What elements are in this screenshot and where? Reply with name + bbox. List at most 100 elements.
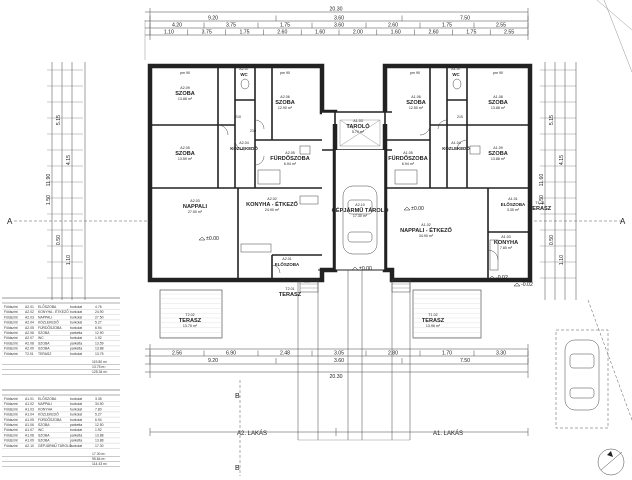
schedule-cell: burkolat bbox=[70, 321, 82, 325]
dim-value: 3.75 bbox=[226, 23, 236, 29]
interior-walls-right bbox=[385, 66, 530, 280]
schedule-cell: 1.92 bbox=[95, 336, 102, 340]
schedule-cell: NAPPALI bbox=[38, 315, 52, 319]
room-area: 24.90 m² bbox=[265, 208, 280, 212]
window-label: pm 90 bbox=[410, 71, 420, 75]
section-mark-a-right: A bbox=[620, 217, 626, 226]
dim-overall-bottom: 20.30 bbox=[330, 374, 343, 380]
room-area: 13.88 m² bbox=[491, 157, 506, 161]
schedule-cell: parketta bbox=[70, 439, 82, 443]
schedule-cell: 1.92 bbox=[95, 428, 102, 432]
room-id: T1.01 bbox=[535, 201, 544, 205]
room-id: A2.05 bbox=[180, 146, 189, 150]
schedule-cell: burkolat bbox=[70, 315, 82, 319]
car-icon-garage bbox=[342, 185, 378, 255]
room-name: TERASZ bbox=[422, 318, 445, 324]
dim-value: 3.60 bbox=[334, 23, 344, 29]
dim-value: 2.60 bbox=[388, 23, 398, 29]
schedule-cell: parketta bbox=[70, 341, 82, 345]
schedule-cell: 34.90 bbox=[95, 402, 104, 406]
side-dim-value: 0.50 bbox=[56, 235, 62, 245]
room-area: 27.50 m² bbox=[188, 210, 203, 214]
schedule-cell: A1.09 bbox=[25, 439, 34, 443]
schedule-cell: A2.04 bbox=[25, 321, 34, 325]
dim-value: 1.60 bbox=[315, 30, 325, 36]
schedule-cell: burkolat bbox=[70, 444, 82, 448]
car-icon-parking bbox=[555, 329, 609, 429]
schedule-cell: KONYHA - ÉTKEZŐ bbox=[38, 309, 69, 314]
schedule-total: 119.80 m² bbox=[92, 360, 108, 364]
room-name: SZOBA bbox=[488, 100, 508, 106]
schedule-cell: SZOBA bbox=[38, 423, 50, 427]
property-boundary-line bbox=[596, 0, 632, 31]
side-dim-value: 11.60 bbox=[539, 174, 545, 187]
schedule-cell: Földszint bbox=[4, 331, 18, 335]
schedule-cell: A2.02 bbox=[25, 310, 34, 314]
room-name: KÖZLEKEDŐ bbox=[442, 146, 470, 151]
schedule-cell: Földszint bbox=[4, 433, 18, 437]
schedule-total: 13.75 m² bbox=[92, 365, 106, 369]
right-dimension-chains: 11.605.154.151.500.501.10 bbox=[539, 62, 577, 300]
schedule-cell: 4.76 bbox=[95, 305, 102, 309]
level-mark: ±0.00 bbox=[359, 266, 372, 272]
room-name: ELŐSZOBA bbox=[275, 262, 300, 267]
schedule-cell: WC bbox=[38, 428, 44, 432]
schedule-cell: 24.90 bbox=[95, 310, 104, 314]
dim-value: 2.48 bbox=[280, 351, 290, 357]
schedule-cell: SZOBA bbox=[38, 433, 50, 437]
schedule-cell: TERASZ bbox=[38, 352, 51, 356]
side-dim-value: 5.15 bbox=[56, 115, 62, 125]
schedule-cell: A2.09 bbox=[25, 347, 34, 351]
side-dim-value: 0.50 bbox=[549, 235, 555, 245]
schedule-cell: 6.94 bbox=[95, 418, 102, 422]
dim-value: 6.90 bbox=[226, 351, 236, 357]
room-name: NAPPALI bbox=[183, 204, 208, 210]
room-id: A2.02 bbox=[267, 197, 276, 201]
room-area: 13.59 m² bbox=[178, 157, 193, 161]
room-name: TERASZ bbox=[279, 292, 302, 298]
schedule-cell: Földszint bbox=[4, 444, 18, 448]
schedule-cell: Földszint bbox=[4, 428, 18, 432]
dim-value: 3.75 bbox=[202, 30, 212, 36]
room-name: GÉPJÁRMŰ TÁROLÓ bbox=[332, 206, 390, 214]
schedule-cell: A1.03 bbox=[25, 407, 34, 411]
room-name: TAROLÓ bbox=[346, 122, 370, 130]
schedule-cell: burkolat bbox=[70, 402, 82, 406]
schedule-cell: A1.04 bbox=[25, 413, 34, 417]
window-label: 210 bbox=[250, 129, 256, 133]
north-arrow-icon bbox=[597, 448, 625, 476]
left-dimension-chains: 11.905.154.151.500.501.10 bbox=[46, 62, 86, 300]
room-id: A1.06 bbox=[411, 95, 420, 99]
dim-value: 9.20 bbox=[208, 16, 218, 22]
side-dim-value: 1.50 bbox=[539, 195, 545, 205]
schedule-cell: burkolat bbox=[70, 326, 82, 330]
room-id: A1.09 bbox=[493, 146, 502, 150]
schedule-cell: A1.08 bbox=[25, 433, 34, 437]
room-name: KONYHA - ÉTKEZŐ bbox=[246, 200, 298, 208]
schedule-cell: parketta bbox=[70, 423, 82, 427]
level-mark: -0.02 bbox=[521, 282, 533, 288]
dim-value: 3.60 bbox=[334, 16, 344, 22]
room-name: FÜRDŐSZOBA bbox=[270, 155, 309, 162]
property-boundary-line bbox=[587, 299, 632, 421]
room-id: A2.04 bbox=[239, 141, 248, 145]
schedule-cell: FÜRDŐSZOBA bbox=[38, 325, 62, 330]
room-id: T2.02 bbox=[185, 313, 194, 317]
room-name: SZOBA bbox=[406, 100, 426, 106]
dim-value: 1.10 bbox=[164, 30, 174, 36]
schedule-cell: Földszint bbox=[4, 321, 18, 325]
room-id: T2.01 bbox=[285, 287, 294, 291]
schedule-cell: Földszint bbox=[4, 310, 18, 314]
schedule-cell: KONYHA bbox=[38, 407, 53, 411]
interior-walls-left bbox=[150, 66, 322, 280]
schedule-cell: Földszint bbox=[4, 418, 18, 422]
schedule-cell: A2.10 bbox=[25, 444, 34, 448]
room-area: 13.75 m² bbox=[183, 324, 198, 328]
schedule-cell: ELŐSZOBA bbox=[38, 396, 57, 401]
schedule-cell: 12.50 bbox=[95, 423, 104, 427]
schedule-cell: A2.03 bbox=[25, 315, 34, 319]
room-area: 3.35 m² bbox=[507, 208, 520, 212]
room-area: 34.90 m² bbox=[419, 234, 434, 238]
schedule-cell: A1.01 bbox=[25, 397, 34, 401]
